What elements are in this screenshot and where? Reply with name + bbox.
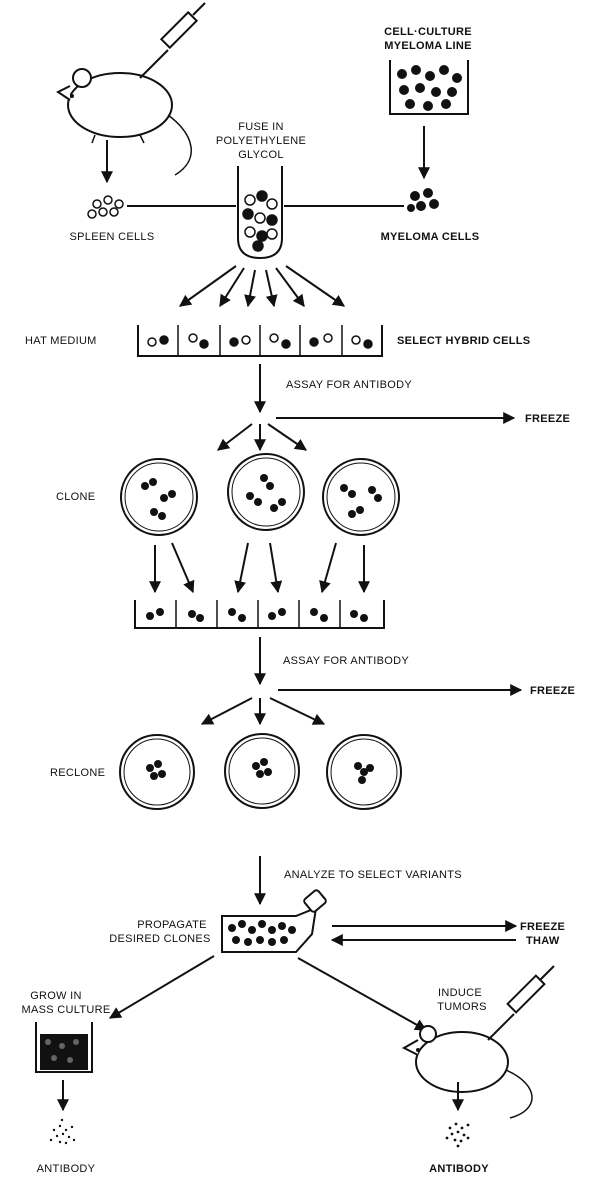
- analyze-label: ANALYZE TO SELECT VARIANTS: [284, 869, 462, 881]
- hat-plate-icon: [137, 325, 383, 357]
- spleen-cells-label: SPLEEN CELLS: [70, 231, 155, 243]
- fan-arrows-to-clones: [217, 423, 307, 452]
- induce-label-1: INDUCE: [438, 987, 482, 999]
- clone-dish-2: [227, 453, 305, 531]
- clone-plate-icon: [134, 600, 385, 629]
- myeloma-cells-label: MYELOMA CELLS: [381, 231, 480, 243]
- grow-label-1: GROW IN: [30, 990, 82, 1002]
- clone-label: CLONE: [56, 491, 95, 503]
- fan-arrows-to-plate: [179, 265, 345, 308]
- induce-label-2: TUMORS: [437, 1001, 486, 1013]
- mass-culture-beaker-icon: [35, 1022, 93, 1073]
- mouse-icon-top: [56, 68, 192, 176]
- antibody-dots-icon-left: [49, 1118, 76, 1145]
- myeloma-cells-icon: [407, 188, 439, 212]
- reclone-label: RECLONE: [50, 767, 105, 779]
- spleen-cells-icon: [87, 195, 124, 219]
- clone-dish-3: [322, 458, 400, 536]
- arrow-to-tumors: [297, 957, 428, 1031]
- propagate-label-2: DESIRED CLONES: [109, 933, 210, 945]
- syringe-icon-top: [139, 2, 206, 79]
- fuse-label-2: POLYETHYLENE: [216, 135, 306, 147]
- thaw-label: THAW: [526, 935, 560, 947]
- cell-culture-label: CELL·CULTURE: [384, 26, 472, 38]
- fuse-label-3: GLYCOL: [238, 149, 284, 161]
- antibody-dots-icon-right: [445, 1122, 470, 1148]
- freeze-label-2: FREEZE: [530, 685, 575, 697]
- syringe-icon-bottom: [487, 965, 555, 1041]
- reclone-dish-2: [224, 733, 300, 809]
- fan-arrows-to-reclone: [200, 697, 326, 726]
- antibody-label-left: ANTIBODY: [37, 1163, 96, 1175]
- reclone-dish-1: [119, 734, 195, 810]
- antibody-label-right: ANTIBODY: [429, 1163, 489, 1175]
- reclone-dish-3: [326, 734, 402, 810]
- mouse-icon-bottom: [401, 1025, 533, 1119]
- propagate-label-1: PROPAGATE: [137, 919, 207, 931]
- clone-dish-1: [120, 458, 198, 536]
- arrow-to-mass-culture: [108, 955, 215, 1019]
- fusion-tube-icon: [237, 166, 283, 260]
- assay-label-1: ASSAY FOR ANTIBODY: [286, 379, 412, 391]
- myeloma-line-label: MYELOMA LINE: [384, 40, 472, 52]
- assay-label-2: ASSAY FOR ANTIBODY: [283, 655, 409, 667]
- hat-medium-label: HAT MEDIUM: [25, 335, 97, 347]
- freeze-label-1: FREEZE: [525, 413, 570, 425]
- culture-beaker-icon: [389, 60, 469, 115]
- culture-flask-icon: [221, 889, 327, 953]
- grow-label-2: MASS CULTURE: [22, 1004, 111, 1016]
- freeze-label-3: FREEZE: [520, 921, 565, 933]
- select-hybrid-label: SELECT HYBRID CELLS: [397, 335, 530, 347]
- arrows-to-second-plate: [149, 542, 370, 594]
- fuse-label-1: FUSE IN: [238, 121, 284, 133]
